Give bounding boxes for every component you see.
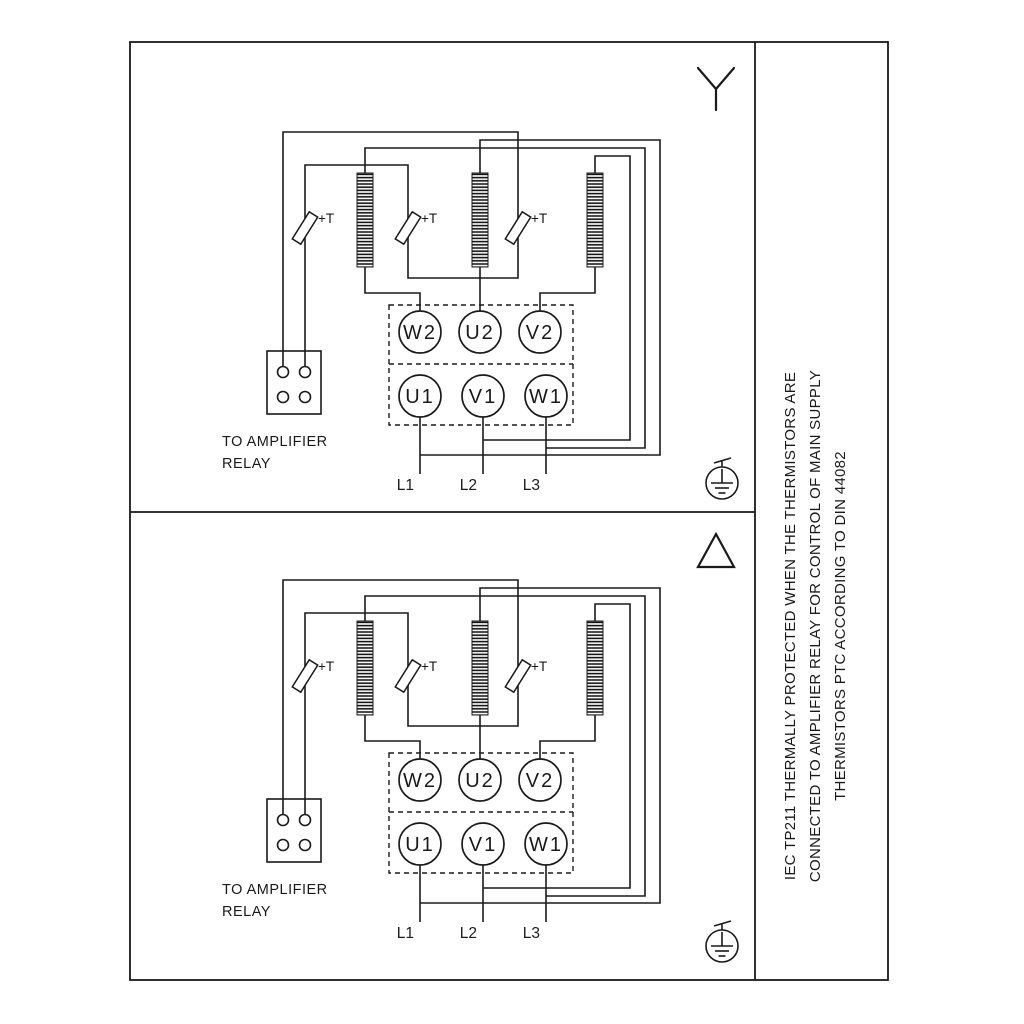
side-note-line-2: CONNECTED TO AMPLIFIER RELAY FOR CONTROL… [807, 370, 824, 882]
side-note-line-3: THERMISTORS PTC ACCORDING TO DIN 44082 [832, 451, 849, 801]
side-note: IEC TP211 THERMALLY PROTECTED WHEN THE T… [782, 370, 849, 882]
delta-connection-icon [696, 531, 736, 569]
star-connection-icon [696, 66, 736, 112]
side-note-line-1: IEC TP211 THERMALLY PROTECTED WHEN THE T… [782, 372, 799, 880]
frame [129, 41, 889, 981]
outer-border [129, 41, 889, 981]
